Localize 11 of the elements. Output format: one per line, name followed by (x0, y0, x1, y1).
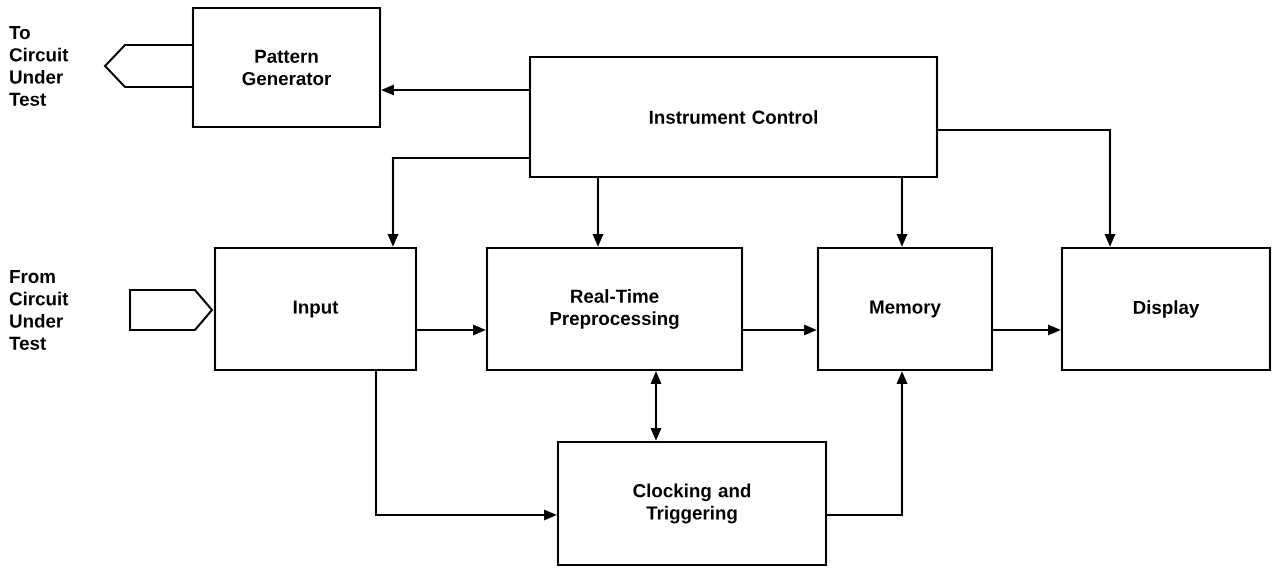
process-box: Clocking and Triggering (556, 440, 828, 567)
process-box: Pattern Generator (191, 6, 382, 129)
process-box: Instrument Control (528, 55, 939, 179)
connector-symbol (128, 288, 214, 332)
process-box: Input (213, 246, 418, 372)
process-box: Display (1060, 246, 1272, 372)
port-label: To Circuit Under Test (9, 26, 69, 106)
connector-symbol (103, 43, 193, 89)
port-label: From Circuit Under Test (9, 270, 69, 350)
process-box: Real-Time Preprocessing (485, 246, 744, 372)
process-box: Memory (816, 246, 994, 372)
